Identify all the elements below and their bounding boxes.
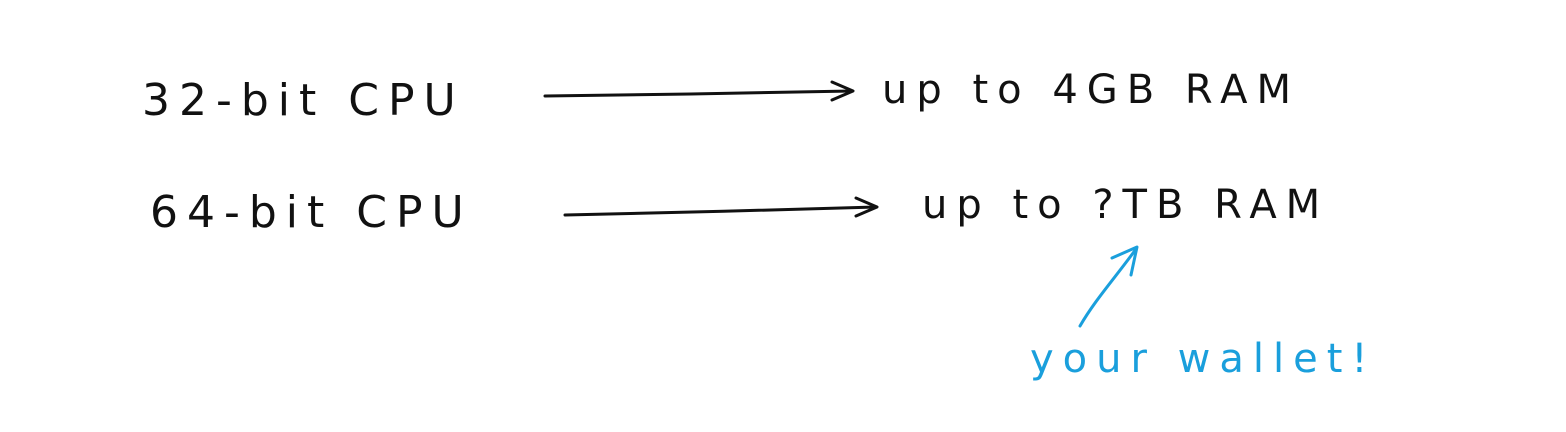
annotation-arrow-head — [1110, 245, 1139, 277]
annotation-text: your wallet! — [1030, 336, 1376, 382]
row-32bit-arrow-line — [543, 89, 854, 98]
row-32bit-target-label: up to 4GB RAM — [882, 67, 1300, 113]
annotation: your wallet! — [1030, 245, 1376, 382]
row-32bit-arrow-head — [830, 80, 855, 102]
row-64bit-arrow-head — [854, 196, 879, 218]
row-32bit: 32-bit CPU up to 4GB RAM — [142, 67, 1300, 126]
row-64bit: 64-bit CPU up to ?TB RAM — [150, 182, 1329, 238]
annotation-arrow-line — [1078, 247, 1138, 328]
row-64bit-source-label: 64-bit CPU — [150, 187, 473, 238]
row-32bit-source-label: 32-bit CPU — [142, 75, 465, 126]
row-64bit-arrow-line — [563, 205, 878, 217]
row-64bit-target-label: up to ?TB RAM — [922, 182, 1329, 228]
